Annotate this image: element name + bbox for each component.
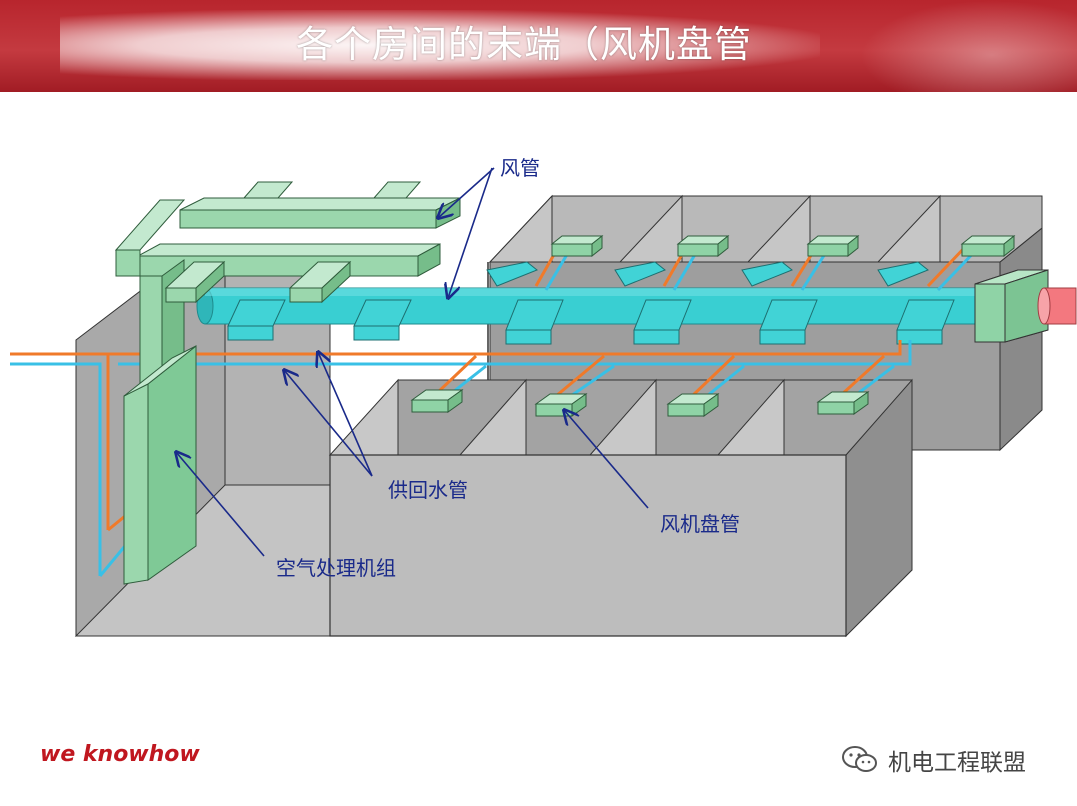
left-building — [74, 275, 331, 637]
brand-logo-text: we knowhow — [40, 742, 200, 767]
duct-branches — [227, 261, 955, 345]
label-duct: 风管 — [500, 156, 540, 180]
duct-end-unit — [974, 269, 1077, 343]
arrow-duct-main — [448, 167, 493, 298]
label-fan-coil: 风机盘管 — [660, 512, 740, 536]
header-banner: 各个房间的末端（风机盘管 — [0, 0, 1077, 92]
header-sheen — [60, 10, 820, 80]
arrow-ahu — [176, 452, 265, 557]
watermark-text: 机电工程联盟 — [888, 750, 1026, 776]
header-sheen-right — [860, 0, 1077, 92]
label-ahu: 空气处理机组 — [276, 556, 396, 580]
page-title: 各个房间的末端（风机盘管 — [296, 23, 752, 66]
arrow-fan-coil — [564, 410, 649, 509]
hvac-diagram — [10, 167, 1077, 638]
fan-coil-units — [410, 234, 1016, 417]
annotation-arrows — [176, 167, 649, 557]
front-building — [328, 378, 913, 638]
arrow-pipe-2 — [284, 370, 373, 477]
arrow-duct-top — [438, 167, 495, 218]
label-water-pipe: 供回水管 — [388, 478, 468, 502]
wechat-icon — [842, 746, 877, 772]
arrow-pipe-1 — [318, 352, 373, 477]
watermark: 机电工程联盟 — [840, 744, 1026, 776]
main-duct — [196, 287, 976, 325]
